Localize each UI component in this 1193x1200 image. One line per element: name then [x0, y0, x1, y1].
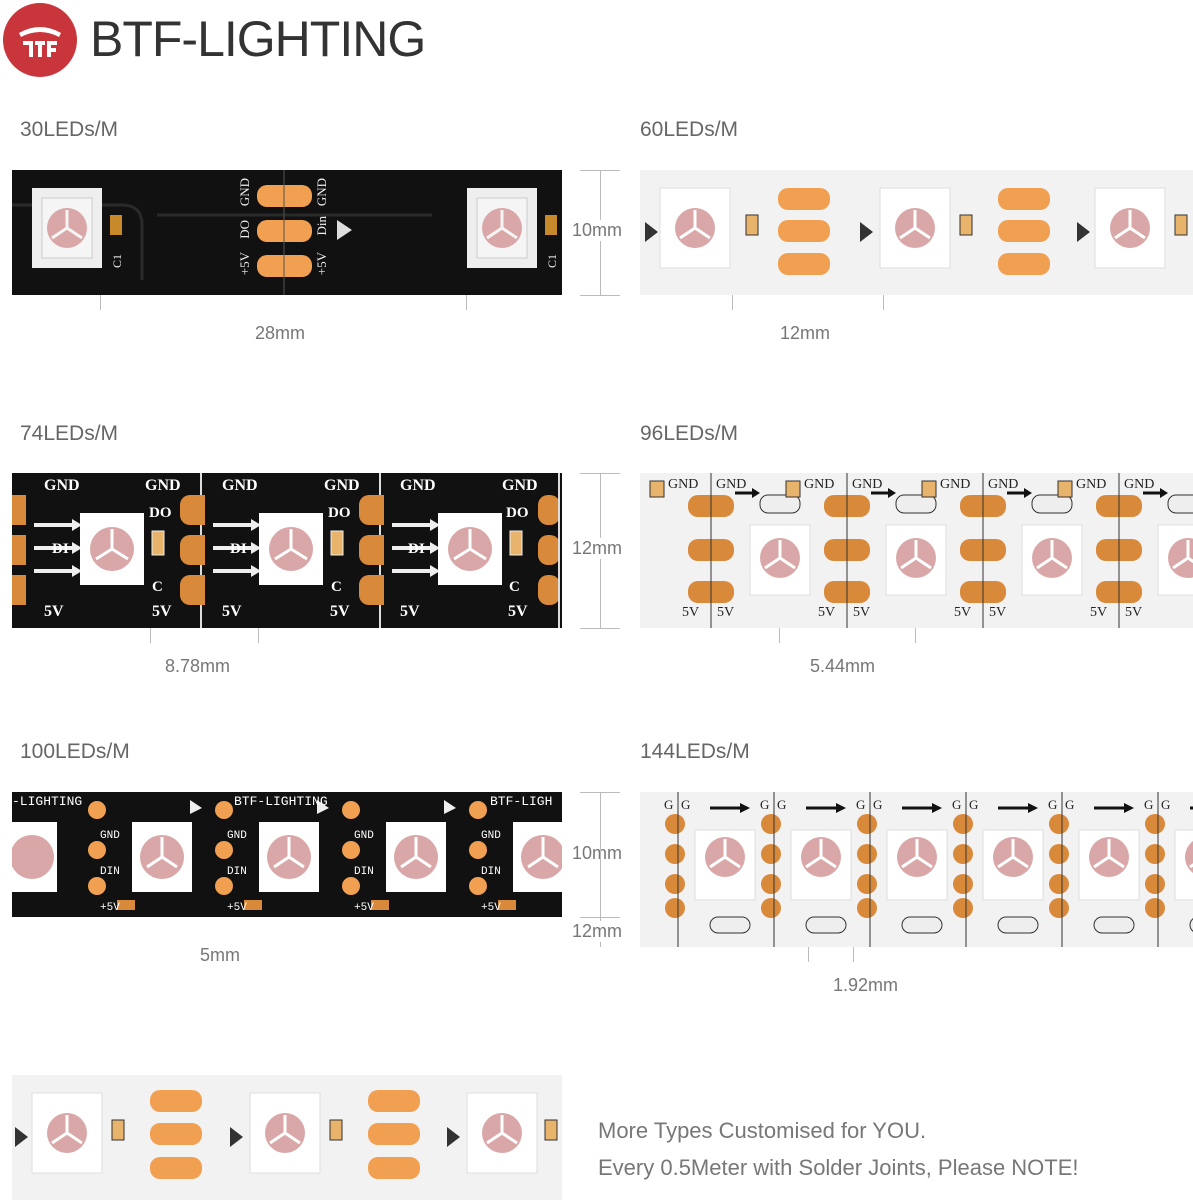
pad-label-5v-4: 5V [330, 603, 350, 620]
pad-label-gnd-6: GND [988, 477, 1019, 492]
pad-label-g-4: G [777, 797, 787, 812]
strip-brand-print: -LIGHTING [12, 794, 83, 809]
pad-label-5v-5: 5V [400, 603, 420, 620]
pad-label-do: DO [237, 220, 252, 239]
strip-30-image: GND DO +5V GND Din +5V C1 C1 [12, 170, 562, 295]
strip-brand-print-2: BTF-LIGHTING [234, 794, 328, 809]
dim-width-30: 10mm [572, 220, 623, 241]
pad-label-gnd-5: GND [940, 477, 971, 492]
dim-width-100: 10mm [572, 843, 623, 864]
dim-pitch-30: 28mm [255, 323, 306, 343]
pad-label-gnd-3: GND [222, 477, 258, 494]
dim-pitch-60: 12mm [780, 323, 831, 343]
pad-label-5v-2: 5V [152, 603, 172, 620]
pad-label-gnd-8: GND [1124, 477, 1155, 492]
pad-label-c-3: C [509, 579, 520, 595]
cap-label-c1-2: C1 [545, 254, 559, 269]
pad-label-5v-4: +5V [481, 902, 501, 914]
strip-custom-image [12, 1075, 562, 1200]
pad-label-gnd-3: GND [354, 830, 374, 842]
pad-label-gnd-3: GND [804, 477, 835, 492]
pad-label-gnd-2: GND [716, 477, 747, 492]
pad-label-din: Din [314, 216, 329, 236]
pad-label-5v-2: +5V [314, 252, 329, 276]
pad-label-g-5: G [856, 797, 866, 812]
btf-logo-icon [3, 3, 77, 77]
strip-label-96: 96LEDs/M [640, 422, 739, 445]
pad-label-g-2: G [681, 797, 691, 812]
pad-label-5v-7: 5V [1090, 605, 1108, 620]
strip-label-74: 74LEDs/M [20, 422, 119, 445]
pad-label-gnd-5: GND [400, 477, 436, 494]
strip-label-60: 60LEDs/M [640, 118, 739, 141]
pad-label-din-2: DIN [227, 866, 247, 878]
pad-label-5v-3: 5V [818, 605, 836, 620]
pad-label-g-9: G [1048, 797, 1058, 812]
strip-74-image: GND GND GND GND GND GND DI DI DI DO DO D… [12, 473, 562, 628]
pad-label-g-3: G [760, 797, 770, 812]
pad-label-5v-2: 5V [717, 605, 735, 620]
pad-label-5v: 5V [682, 605, 700, 620]
strip-60-image [640, 170, 1193, 295]
pad-label-c-2: C [331, 579, 342, 595]
dim-pitch-100: 5mm [200, 945, 240, 965]
pad-label-g-10: G [1065, 797, 1075, 812]
dim-pitch-144: 1.92mm [833, 975, 899, 995]
note-solder-joints: Every 0.5Meter with Solder Joints, Pleas… [598, 1155, 1079, 1180]
pad-label-5v-6: 5V [508, 603, 528, 620]
pad-label-di-3: DI [408, 541, 425, 557]
strip-label-100: 100LEDs/M [20, 740, 130, 763]
pad-label-5v-4: 5V [853, 605, 871, 620]
pad-label-din: DIN [100, 866, 120, 878]
strip-brand-print-3: BTF-LIGH [490, 794, 553, 809]
strip-144-image: G G G G G G G G G G G G [640, 792, 1193, 947]
pad-label-5v: 5V [44, 603, 64, 620]
pad-label-5v-5: 5V [954, 605, 972, 620]
dim-width-144: 12mm [572, 921, 623, 942]
pad-label-g: G [664, 797, 674, 812]
dim-pitch-96: 5.44mm [810, 656, 876, 676]
pad-label-gnd-2: GND [314, 178, 329, 207]
pad-label-di: DI [52, 541, 69, 557]
pad-label-din-4: DIN [481, 866, 501, 878]
pad-label-c: C [152, 579, 163, 595]
pad-label-gnd-4: GND [852, 477, 883, 492]
pad-label-g-7: G [952, 797, 962, 812]
note-customised: More Types Customised for YOU. [598, 1118, 927, 1143]
pad-label-g-12: G [1161, 797, 1171, 812]
pad-label-di-2: DI [230, 541, 247, 557]
pad-label-gnd: GND [237, 178, 252, 207]
cap-label-c1: C1 [110, 254, 124, 269]
pad-label-do-2: DO [328, 505, 351, 521]
pad-label-gnd: GND [44, 477, 80, 494]
strip-label-30: 30LEDs/M [20, 118, 119, 141]
pad-label-5v-2: +5V [227, 902, 247, 914]
pad-label-din-3: DIN [354, 866, 374, 878]
dim-width-74: 12mm [572, 538, 623, 559]
dim-pitch-74: 8.78mm [165, 656, 231, 676]
pad-label-gnd: GND [668, 477, 699, 492]
pad-label-5v-6: 5V [989, 605, 1007, 620]
pad-label-do-3: DO [506, 505, 529, 521]
strip-96-image: GND GND GND GND GND GND GND GND 5V 5V 5V… [640, 473, 1193, 628]
pad-label-gnd-4: GND [324, 477, 360, 494]
pad-label-g-11: G [1144, 797, 1154, 812]
pad-label-do: DO [149, 505, 172, 521]
strip-label-144: 144LEDs/M [640, 740, 750, 763]
pad-label-5v-3: +5V [354, 902, 374, 914]
pad-label-5v-3: 5V [222, 603, 242, 620]
pad-label-gnd-7: GND [1076, 477, 1107, 492]
pad-label-g-8: G [969, 797, 979, 812]
pad-label-gnd-2: GND [145, 477, 181, 494]
pad-label-g-6: G [873, 797, 883, 812]
pad-label-5v: +5V [237, 252, 252, 276]
pad-label-gnd-2: GND [227, 830, 247, 842]
pad-label-gnd-4: GND [481, 830, 501, 842]
strip-100-image: -LIGHTING BTF-LIGHTING BTF-LIGH GND GND … [12, 792, 562, 917]
pad-label-5v: +5V [100, 902, 120, 914]
pad-label-gnd: GND [100, 830, 120, 842]
pad-label-5v-8: 5V [1125, 605, 1143, 620]
pad-label-gnd-6: GND [502, 477, 538, 494]
brand-name: BTF-LIGHTING [90, 11, 426, 67]
